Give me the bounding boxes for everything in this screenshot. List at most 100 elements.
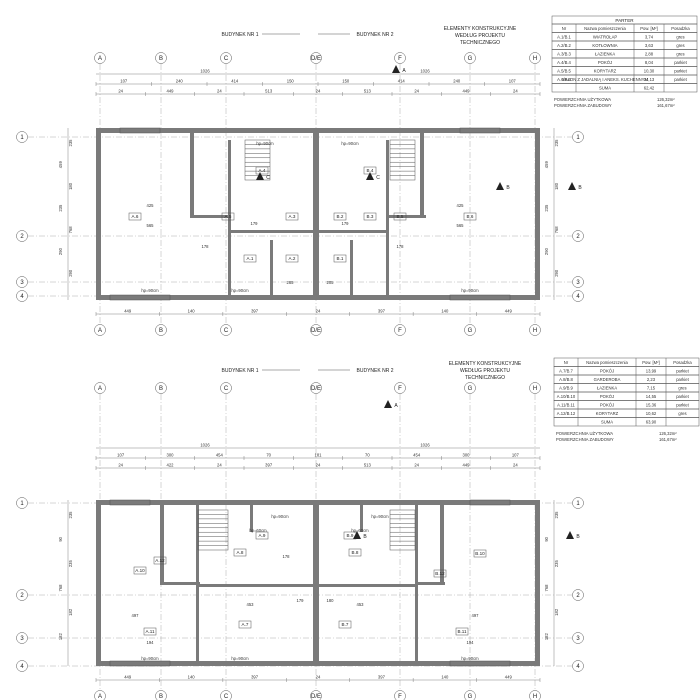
overall-dim: 1026 <box>200 69 210 74</box>
window-height: hp=90cm <box>461 656 479 661</box>
table-cell: parkiet <box>676 369 689 374</box>
dim-value: 70 <box>365 453 370 458</box>
side-dim: 235 <box>554 139 559 147</box>
table-cell: KOTŁOWNIA <box>592 43 617 48</box>
interior-wall <box>190 130 194 215</box>
axis-bubble <box>155 382 167 394</box>
table-header-cell: Pow. [M²] <box>642 360 659 365</box>
dim-value: 240 <box>176 79 184 84</box>
axis-bubble <box>310 52 322 64</box>
side-dim: 90 <box>58 536 63 541</box>
room-tag <box>333 254 347 263</box>
dim-value: 449 <box>505 309 513 314</box>
table-cell: parkiet <box>674 69 687 74</box>
inner-dim: 178 <box>202 244 210 249</box>
axis-label: C <box>224 328 229 334</box>
table-cell: 10,30 <box>644 69 655 74</box>
axis-label: 3 <box>576 636 580 642</box>
section-letter: B <box>363 534 367 540</box>
window-height: hp=60cm <box>351 528 369 533</box>
table-cell: 8,04 <box>645 60 654 65</box>
table-cell: parkiet <box>676 394 689 399</box>
dim-value: 24 <box>118 463 123 468</box>
axis-bubble <box>155 690 167 700</box>
window <box>109 499 151 506</box>
axis-bubble <box>394 52 406 64</box>
table-cell: 13,99 <box>646 369 657 374</box>
room-label: A.7 <box>242 622 249 627</box>
axis-label: 1 <box>20 501 24 507</box>
interior-wall <box>360 502 363 532</box>
section-arrow <box>566 531 574 539</box>
axis-bubble <box>572 497 584 509</box>
axis-label: 1 <box>20 135 24 141</box>
table-cell: 3,74 <box>645 35 654 40</box>
table-cell: gres <box>678 411 686 416</box>
window-height: hp=90cm <box>231 288 249 293</box>
side-dim: 459 <box>58 161 63 169</box>
section-arrow <box>392 65 400 73</box>
wall-left <box>96 128 101 300</box>
room-label: A.12 <box>155 558 165 563</box>
axis-bubble <box>310 324 322 336</box>
inner-dim: 194 <box>467 640 475 645</box>
window <box>449 294 511 301</box>
section-arrow <box>353 531 361 539</box>
dim-value: 70 <box>266 453 271 458</box>
interior-wall <box>160 582 200 585</box>
axis-bubble <box>529 324 541 336</box>
wall-right <box>535 500 540 666</box>
table-cell: ŁAZIENKA <box>597 386 617 391</box>
table-cell: A.11/B.11 <box>557 403 575 408</box>
window-height: hp=90cm <box>271 514 289 519</box>
axis-bubble <box>155 52 167 64</box>
axis-label: F <box>398 386 402 392</box>
table-header-cell: Pow. [M²] <box>640 26 657 31</box>
window-height: hp=90cm <box>256 141 274 146</box>
room-label: B.8 <box>352 550 359 555</box>
room-tag <box>363 212 377 221</box>
window-height: hp=90cm <box>371 514 389 519</box>
axis-label: C <box>224 694 229 700</box>
side-dim: 235 <box>554 511 559 519</box>
dim-value: 150 <box>342 79 350 84</box>
axis-bubble <box>310 690 322 700</box>
dim-value: 24 <box>414 463 419 468</box>
axis-bubble <box>572 290 584 302</box>
axis-bubble <box>16 632 28 644</box>
dim-value: 397 <box>251 675 259 680</box>
inner-dim: 425 <box>147 203 155 208</box>
axis-bubble <box>220 52 232 64</box>
header-line: ELEMENTY KONSTRUKCYJNE <box>449 361 522 367</box>
room-tag <box>255 166 269 175</box>
table-cell: gres <box>676 35 684 40</box>
table-row <box>553 408 700 418</box>
window <box>469 499 511 506</box>
table-row <box>551 49 698 59</box>
table-cell: 2,23 <box>647 377 656 382</box>
axis-bubble <box>394 324 406 336</box>
dim-value: 449 <box>167 89 175 94</box>
dim-value: 107 <box>512 453 520 458</box>
axis-bubble <box>529 382 541 394</box>
interior-wall <box>440 502 444 582</box>
room-label: B.10 <box>475 551 485 556</box>
dim-value: 107 <box>509 79 517 84</box>
room-tag <box>473 549 487 558</box>
inner-dim: 497 <box>132 613 140 618</box>
section-arrow <box>568 182 576 190</box>
room-label: B.2 <box>337 214 344 219</box>
dim-value: 24 <box>316 89 321 94</box>
inner-dim: 497 <box>472 613 480 618</box>
interior-wall <box>270 240 273 300</box>
window-height: hp=90cm <box>341 141 359 146</box>
axis-bubble <box>220 690 232 700</box>
table-cell: KORYTARZ <box>596 411 619 416</box>
axis-label: 2 <box>20 593 24 599</box>
axis-label: G <box>468 694 473 700</box>
table-cell: ŁAZIENKA <box>595 52 615 57</box>
axis-bubble <box>16 131 28 143</box>
axis-label: 2 <box>576 593 580 599</box>
inner-dim: 453 <box>247 602 255 607</box>
section-letter: B <box>578 185 582 191</box>
